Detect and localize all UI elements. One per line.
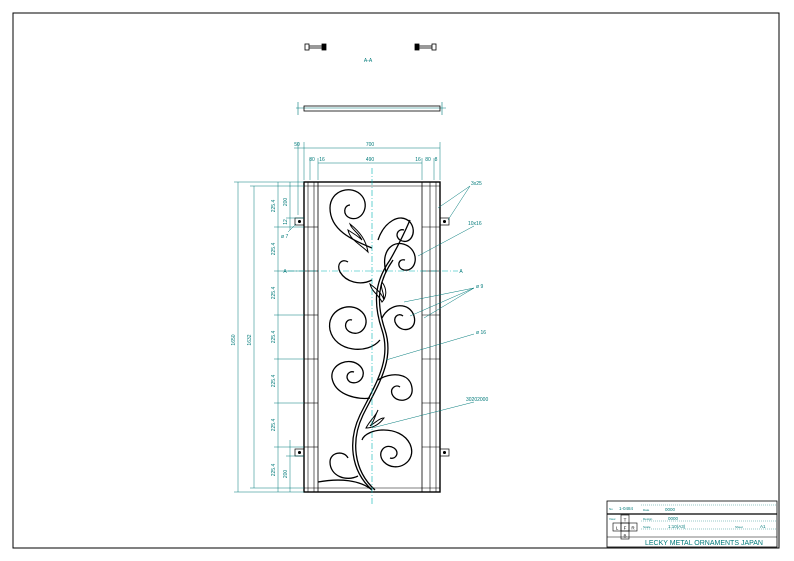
left-dimensions <box>234 181 304 493</box>
callout-square-bar: 10x16 <box>468 221 482 227</box>
dim-row-6: 225.4 <box>271 419 277 432</box>
section-view <box>304 43 437 51</box>
dim-overall-height: 1650 <box>231 334 237 345</box>
tb-view-f: F <box>624 526 627 531</box>
tb-sheet-value: A1 <box>760 524 766 529</box>
tb-no-label: No <box>609 507 613 511</box>
dim-row-1: 225.4 <box>271 200 277 213</box>
tb-design-value: 0000 <box>668 516 679 521</box>
dim-row-3: 225.4 <box>271 287 277 300</box>
tb-date-value: 0000 <box>665 507 676 512</box>
tb-no-value: 1-0484 <box>619 506 634 511</box>
tb-view-t: T <box>624 518 627 523</box>
leaf-ornaments <box>347 222 387 429</box>
dim-left-offset: 50 <box>294 142 300 148</box>
section-label: A-A <box>364 58 373 64</box>
dim-row-5: 225.4 <box>271 375 277 388</box>
dim-left-80: 80 <box>309 157 315 163</box>
top-view <box>296 102 446 115</box>
dim-inner-width: 490 <box>366 157 375 163</box>
dim-frame-height: 1632 <box>247 334 253 345</box>
dim-row-2: 225.4 <box>271 243 277 256</box>
centerlines <box>288 168 458 505</box>
dim-bottom-200: 200 <box>283 470 289 479</box>
title-block <box>606 500 778 548</box>
dim-top-200: 200 <box>283 198 289 207</box>
tb-date-label: Date <box>643 508 650 512</box>
dim-row-7: 225.4 <box>271 464 277 477</box>
section-right-bar <box>414 43 437 51</box>
dim-row-4: 225.4 <box>271 331 277 344</box>
tb-view-label: View <box>609 517 616 521</box>
dim-hole: ø 7 <box>281 234 288 240</box>
section-marker-right: A <box>459 269 463 275</box>
tb-company: LECKY METAL ORNAMENTS JAPAN <box>645 540 763 547</box>
section-left-bar <box>304 43 327 51</box>
dim-right-80: 80 <box>425 157 431 163</box>
tb-view-l: L <box>616 526 619 531</box>
callout-flat-bar: 3x25 <box>471 181 482 187</box>
tb-sheet-label: Sheet <box>735 525 743 529</box>
dim-right-8: 8 <box>435 157 438 163</box>
section-marker-left: A <box>283 269 287 275</box>
tb-design-label: Design <box>643 517 653 521</box>
callout-round-9: ø 9 <box>476 284 483 290</box>
tb-view-b: B <box>623 534 626 539</box>
callout-round-16: ø 16 <box>476 330 486 336</box>
leader-lines <box>371 185 475 429</box>
dim-top-12: 12 <box>283 219 289 225</box>
tb-scale-label: Scale <box>643 525 651 529</box>
scroll-ornament <box>317 189 416 491</box>
top-dimensions <box>294 142 441 215</box>
dim-right-16: 16 <box>415 157 421 163</box>
inner-frame <box>317 181 423 493</box>
dim-left-16: 16 <box>319 157 325 163</box>
tb-view-r: R <box>631 526 635 531</box>
sheet-border <box>12 12 780 549</box>
dim-overall-width: 700 <box>366 142 375 148</box>
callout-part-code: 30202000 <box>466 397 488 403</box>
tb-scale-value: 1:10(A3) <box>668 524 686 529</box>
